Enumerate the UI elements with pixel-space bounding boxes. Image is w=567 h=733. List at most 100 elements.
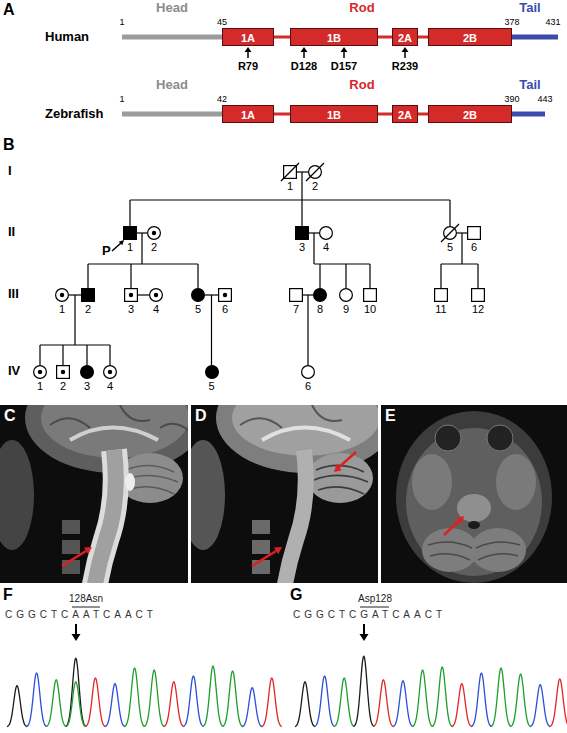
domain-label: 2B xyxy=(463,107,477,123)
male-symbol xyxy=(295,226,309,240)
domain-label: 2B xyxy=(463,30,477,46)
mri-axial xyxy=(435,425,461,451)
mri-sagittal-t1 xyxy=(191,405,378,583)
trace-peak xyxy=(46,680,66,727)
mri-sagittal-t1 xyxy=(334,464,342,472)
pedigree-individual: 10 xyxy=(363,288,377,315)
linker-line xyxy=(274,113,290,116)
mri-sagittal-t1 xyxy=(240,405,342,428)
pedigree-individual: 5 xyxy=(443,226,457,253)
panel-letter: E xyxy=(385,407,396,425)
female-symbol xyxy=(149,288,163,302)
trace-peak xyxy=(452,684,472,727)
pedigree-individual: 6 xyxy=(467,226,481,253)
mutation-arrow xyxy=(404,51,406,58)
individual-number: 1 xyxy=(283,180,297,192)
male-symbol xyxy=(82,289,95,302)
individual-number: 7 xyxy=(289,303,303,315)
individual-number: 2 xyxy=(308,180,322,192)
pedigree-individual: 6 xyxy=(218,288,232,315)
trace-peaks xyxy=(7,656,567,727)
domain-label: 2A xyxy=(398,30,412,46)
female-symbol xyxy=(205,365,219,379)
trace-peak xyxy=(164,682,184,727)
female-symbol xyxy=(319,226,333,240)
variant-arrow xyxy=(72,634,81,641)
individual-number: 1 xyxy=(33,380,47,392)
female-symbol xyxy=(302,366,315,379)
mri-axial xyxy=(487,425,513,451)
proband-arrow xyxy=(112,243,121,251)
panel-letter: D xyxy=(195,407,207,425)
pedigree-individual: 2 xyxy=(56,365,70,392)
deceased-slash xyxy=(306,163,324,181)
female-symbol xyxy=(320,227,333,240)
mri-sagittal-t2 xyxy=(62,540,80,554)
trace-peak xyxy=(432,667,452,727)
trace-peak xyxy=(530,685,550,727)
female-symbol xyxy=(81,366,94,379)
panel-letter: G xyxy=(290,586,302,604)
panel-letter: A xyxy=(3,1,15,19)
mutation-label: R239 xyxy=(392,60,418,73)
female-symbol xyxy=(103,365,117,379)
mri-sagittal-t2 xyxy=(124,465,178,494)
mutation-arrow xyxy=(343,51,345,58)
male-symbol xyxy=(434,288,448,302)
marriage-line xyxy=(457,232,467,233)
individual-number: 4 xyxy=(319,241,333,253)
carrier-dot xyxy=(38,370,42,374)
residue-number: 1 xyxy=(119,17,124,27)
domain-label: 1A xyxy=(241,107,255,123)
female-symbol xyxy=(205,366,218,379)
mri-sagittal-t2 xyxy=(62,560,80,574)
pedigree-lines xyxy=(40,172,478,365)
trace-peak xyxy=(144,670,164,727)
region-name: Head xyxy=(156,78,188,93)
codon-label: Asp128 xyxy=(358,593,392,605)
carrier-dot xyxy=(152,231,156,235)
female-symbol xyxy=(301,365,315,379)
deceased-slash xyxy=(281,163,299,181)
individual-number: 5 xyxy=(191,303,205,315)
marriage-line xyxy=(137,232,147,233)
pedigree-individual: 4 xyxy=(149,288,163,315)
mri-sagittal-t2 xyxy=(0,405,188,583)
male-symbol xyxy=(471,288,485,302)
sequence-text: CGGCTCGATCAACT xyxy=(293,609,446,621)
individual-number: 12 xyxy=(471,303,485,315)
trace-peak xyxy=(7,686,27,727)
female-symbol xyxy=(308,165,322,179)
chromatogram-marks xyxy=(7,607,567,727)
mri-sagittal-t2 xyxy=(62,520,80,534)
linker-line xyxy=(418,36,428,39)
trace-peak xyxy=(491,668,511,727)
male-symbol xyxy=(81,288,95,302)
region-name: Tail xyxy=(519,78,540,93)
female-symbol xyxy=(192,289,205,302)
individual-number: 1 xyxy=(123,241,137,253)
pedigree-individual: 6 xyxy=(301,365,315,392)
sequence-text: CGGCTCAATCAACT xyxy=(5,609,157,621)
male-symbol xyxy=(289,288,303,302)
trace-peak xyxy=(511,674,531,727)
panel-letter: C xyxy=(4,407,16,425)
trace-peak xyxy=(203,666,223,727)
male-symbol xyxy=(125,289,138,302)
individual-number: 3 xyxy=(295,241,309,253)
mri-sagittal-t1 xyxy=(232,405,378,456)
individual-number: 3 xyxy=(80,380,94,392)
female-symbol xyxy=(340,289,353,302)
female-symbol xyxy=(147,226,161,240)
trace-peak xyxy=(262,678,282,727)
male-symbol xyxy=(123,226,137,240)
head-domain xyxy=(122,112,222,117)
mri-sagittal-t1 xyxy=(338,452,356,468)
pedigree-individual: 4 xyxy=(319,226,333,253)
mri-axial xyxy=(381,405,567,583)
female-symbol xyxy=(339,288,353,302)
female-symbol xyxy=(56,289,69,302)
mri-sagittal-t1 xyxy=(252,540,270,554)
residue-number: 443 xyxy=(537,94,552,104)
